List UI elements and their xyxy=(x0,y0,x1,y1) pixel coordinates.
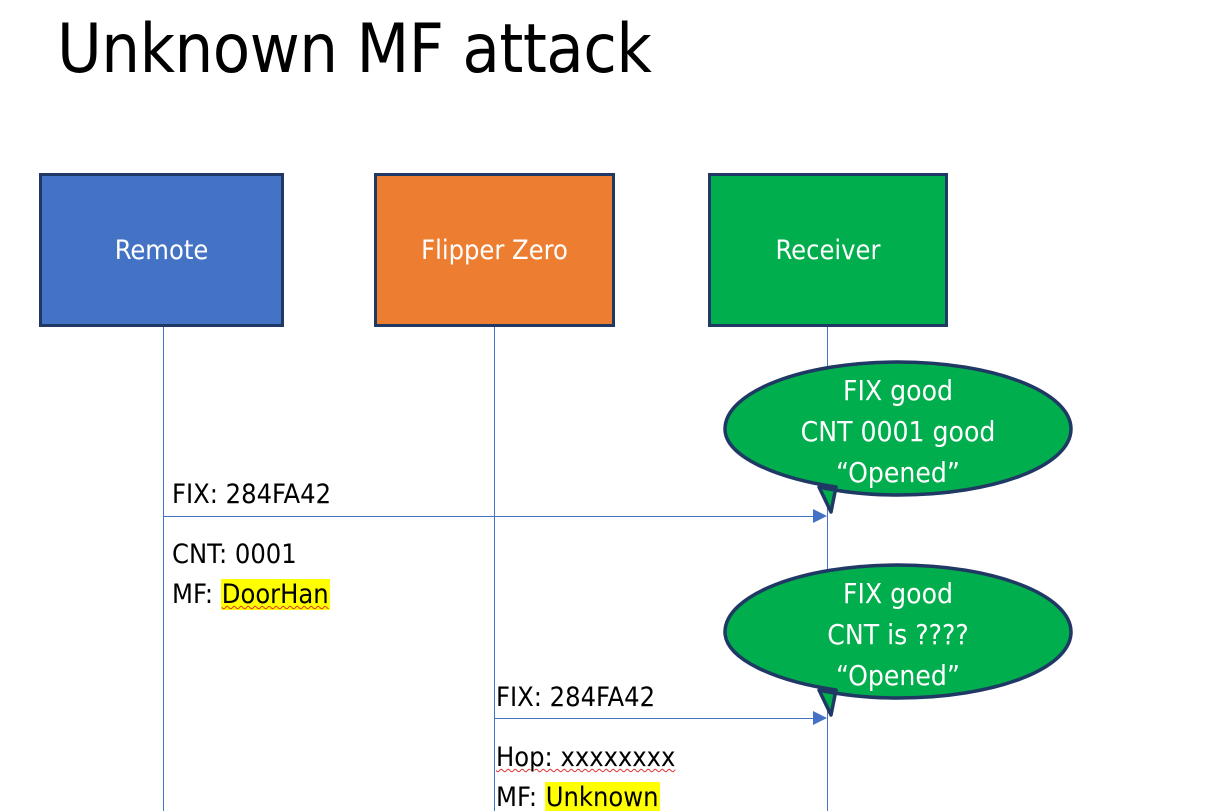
message-arrow-line-2 xyxy=(494,717,813,720)
message-line: CNT: 0001 xyxy=(172,539,297,570)
message-line: FIX: 284FA42 xyxy=(496,682,656,713)
message-line-mf: MF: Unknown xyxy=(496,778,675,811)
actor-box-flipper[interactable]: Flipper Zero xyxy=(374,173,615,327)
mf-value: DoorHan xyxy=(220,579,330,610)
message-line: Hop: xxxxxxxx xyxy=(496,738,675,778)
actor-box-receiver[interactable]: Receiver xyxy=(708,173,948,327)
mf-label: MF: xyxy=(172,579,214,610)
callout-bubble-2[interactable]: FIX good CNT is ???? “Opened” xyxy=(723,563,1073,721)
mf-value: Unknown xyxy=(544,782,660,811)
actor-box-remote[interactable]: Remote xyxy=(39,173,284,327)
actor-label-remote: Remote xyxy=(114,234,209,266)
message-arrow-head-1 xyxy=(813,509,827,523)
hop-value: Hop: xxxxxxxx xyxy=(496,742,676,773)
bubble-shape xyxy=(723,563,1073,717)
message-arrow-head-2 xyxy=(813,711,827,725)
message-arrow-line-1 xyxy=(163,515,813,518)
actor-label-flipper: Flipper Zero xyxy=(421,234,568,266)
lifeline-flipper xyxy=(493,327,496,811)
mf-label: MF: xyxy=(496,782,538,811)
message-line: FIX: 284FA42 xyxy=(172,479,332,510)
message-line-mf: MF: DoorHan xyxy=(172,575,331,615)
page-title: Unknown MF attack xyxy=(57,10,652,89)
message-label-2: FIX: 284FA42 Hop: xxxxxxxx MF: Unknown xyxy=(496,678,675,811)
lifeline-remote xyxy=(162,327,165,811)
actor-label-receiver: Receiver xyxy=(775,234,881,266)
bubble-shape xyxy=(723,360,1073,514)
message-label-1: FIX: 284FA42 CNT: 0001 MF: DoorHan xyxy=(172,475,331,615)
callout-bubble-1[interactable]: FIX good CNT 0001 good “Opened” xyxy=(723,360,1073,518)
